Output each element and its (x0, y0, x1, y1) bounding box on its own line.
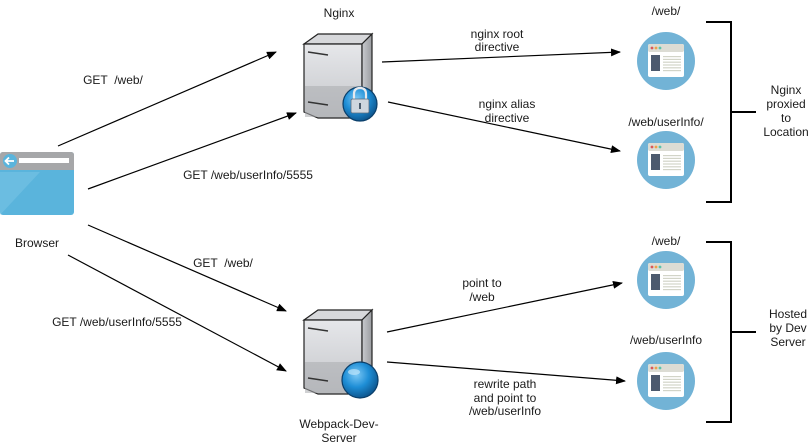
edge-nginx-root (381, 48, 621, 63)
webpack-label-line2: Server (321, 431, 356, 445)
group-label-nginx-1: Nginx (771, 83, 802, 97)
webpage-icon-dev-web (637, 251, 695, 309)
edge-label-dev-point-2: /web (469, 290, 495, 304)
edge-label-dev-rewrite-3: /web/userInfo (469, 404, 541, 418)
globe-badge-icon (341, 361, 379, 399)
group-label-dev-3: Server (770, 335, 805, 349)
edge-label-browser-dev-userinfo: GET /web/userInfo/5555 (52, 315, 182, 329)
edge-label-dev-point-1: point to (462, 276, 502, 290)
bracket-nginx-group (706, 21, 756, 203)
edge-label-dev-rewrite-1: rewrite path (474, 377, 537, 391)
page-label-dev-userinfo: /web/userInfo (630, 333, 702, 347)
webpage-icon-nginx-userinfo (637, 131, 695, 189)
group-label-dev-1: Hosted (769, 307, 807, 321)
group-label-nginx-3: to (781, 111, 791, 125)
edge-dev-point (386, 280, 623, 333)
page-label-nginx-web: /web/ (652, 4, 681, 18)
edge-dev-rewrite (386, 361, 626, 385)
bracket-dev-group (706, 241, 756, 423)
lock-badge-icon (342, 86, 378, 122)
edge-browser-dev-userinfo (67, 254, 287, 372)
edge-label-browser-dev-web: GET /web/ (193, 256, 253, 270)
edge-browser-nginx-userinfo (87, 112, 297, 190)
edge-label-nginx-alias-2: directive (485, 111, 530, 125)
webpage-icon-dev-userinfo (637, 352, 695, 410)
group-label-nginx-2: proxied (766, 97, 805, 111)
edge-browser-nginx-web (57, 51, 277, 147)
group-label-dev-2: by Dev (769, 321, 806, 335)
edge-nginx-alias (387, 101, 621, 154)
edge-browser-dev-web (87, 224, 287, 312)
edge-label-nginx-root-2: directive (475, 40, 520, 54)
edge-label-dev-rewrite-2: and point to (474, 391, 537, 405)
edge-label-nginx-alias-1: nginx alias (479, 97, 536, 111)
webpack-label-line1: Webpack-Dev- (299, 417, 378, 431)
page-label-dev-web: /web/ (652, 234, 681, 248)
edge-label-browser-nginx-web: GET /web/ (83, 73, 143, 87)
server-globe-icon (302, 308, 379, 399)
edge-label-browser-nginx-userinfo: GET /web/userInfo/5555 (183, 168, 313, 182)
webpage-icon-nginx-web (637, 32, 695, 90)
nginx-label: Nginx (324, 6, 355, 20)
page-label-nginx-userinfo: /web/userInfo/ (628, 115, 704, 129)
browser-label: Browser (15, 236, 59, 250)
server-lock-icon (302, 32, 378, 122)
browser-window-icon (0, 152, 74, 215)
edge-label-nginx-root-1: nginx root (471, 27, 524, 41)
group-label-nginx-4: Location (763, 125, 808, 139)
